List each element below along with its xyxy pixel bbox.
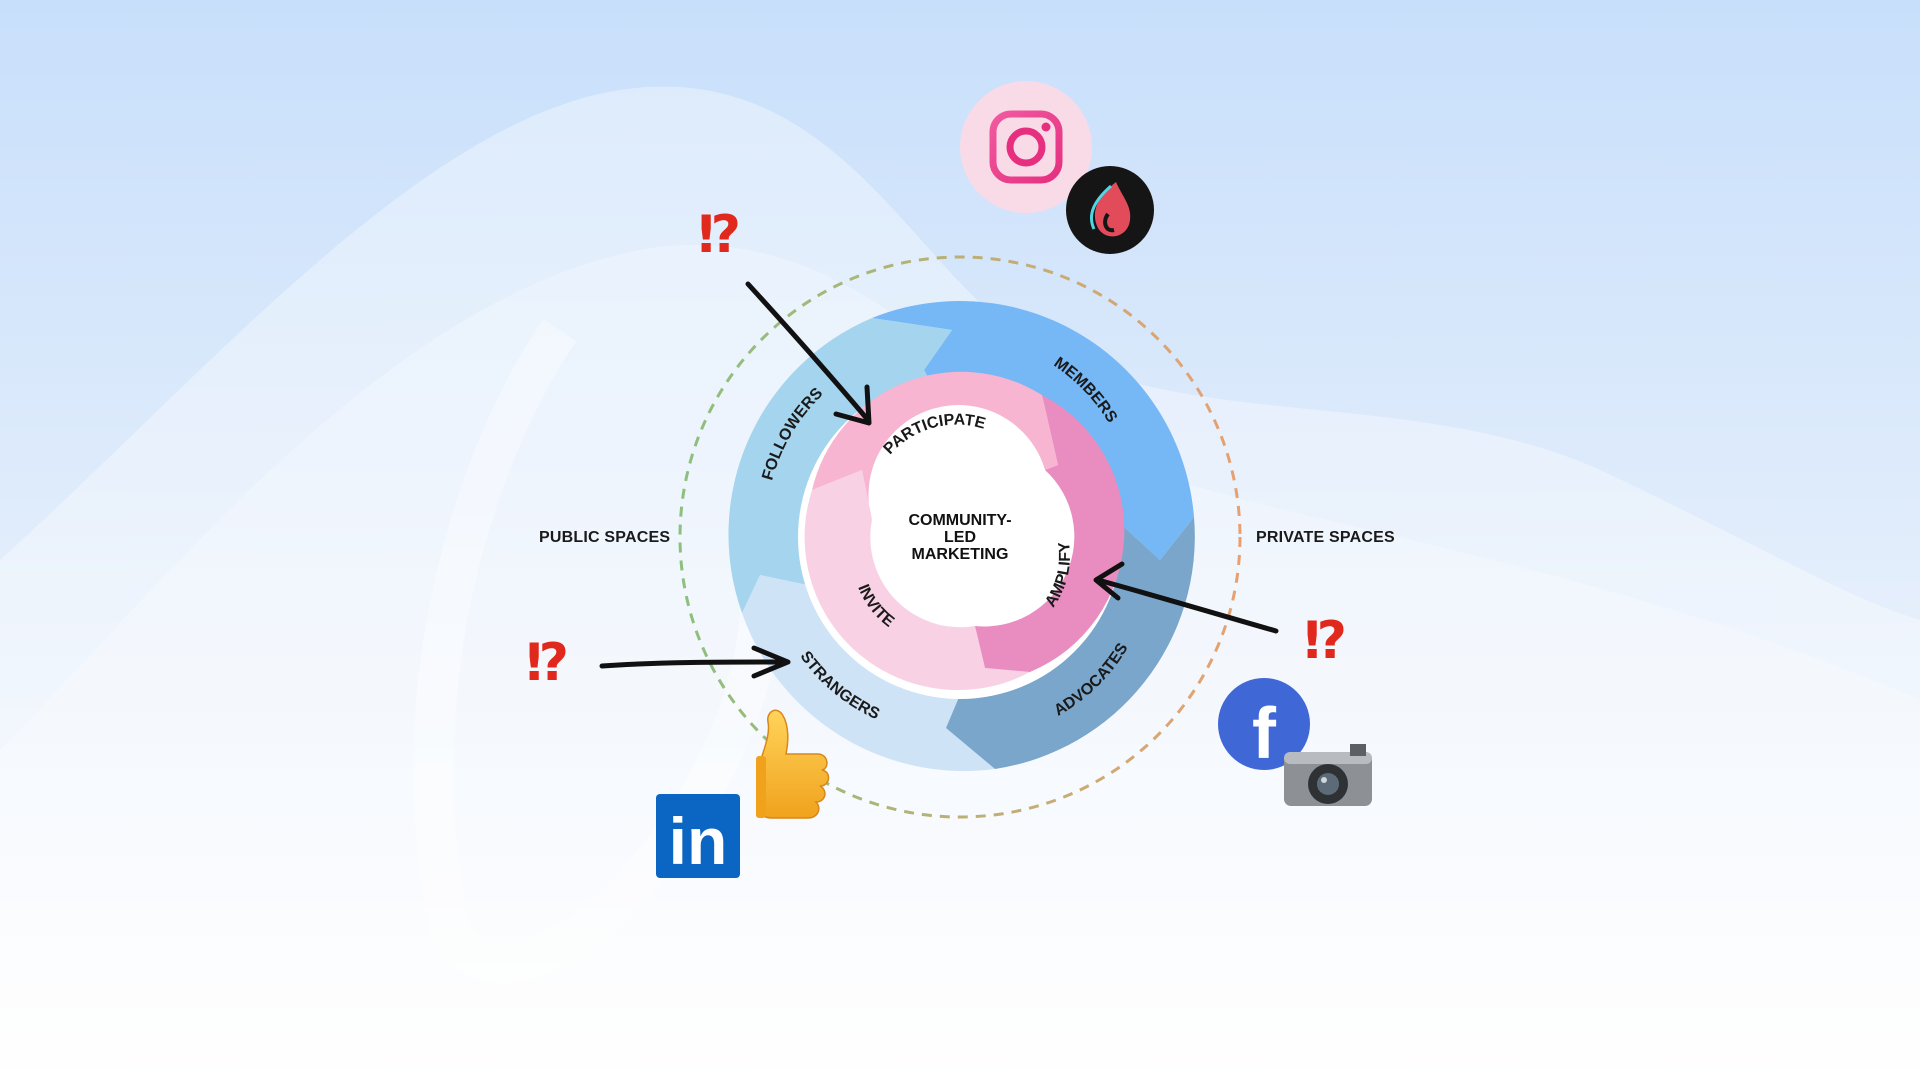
facebook-icon: f: [1218, 678, 1310, 774]
segment-amplify: [975, 395, 1125, 672]
arrow-to-strangers: [599, 645, 791, 679]
interrobang-right: ⁉: [1304, 611, 1347, 671]
background-loop: [413, 318, 780, 983]
interrobang-left: ⁉: [526, 633, 569, 693]
instagram-icon: [960, 81, 1092, 213]
private-spaces-label: PRIVATE SPACES: [1256, 529, 1395, 546]
segment-invite: [804, 470, 1030, 691]
segment-strangers: [742, 575, 995, 772]
public-spaces-label: PUBLIC SPACES: [539, 529, 671, 546]
center-title-line-1: COMMUNITY-: [908, 512, 1012, 529]
center-title-line-2: LED: [944, 529, 976, 546]
arrow-to-participate: [745, 281, 872, 426]
linkedin-icon: in: [656, 794, 740, 878]
svg-text:in: in: [669, 804, 728, 878]
center-circle: [882, 459, 1038, 615]
segment-participate: [812, 371, 1058, 520]
arrow-to-amplify: [1093, 561, 1279, 634]
camera-icon: [1284, 744, 1372, 806]
inner-ring: [804, 371, 1125, 691]
svg-text:f: f: [1252, 694, 1277, 774]
dashed-spaces-circle: [678, 255, 1242, 819]
tiktok-icon: [1066, 166, 1154, 254]
thumbs-up-icon: [756, 709, 830, 819]
interrobang-top: ⁉: [698, 205, 741, 265]
center-title: COMMUNITY- LED MARKETING: [880, 512, 1040, 563]
center-title-line-3: MARKETING: [911, 546, 1009, 563]
